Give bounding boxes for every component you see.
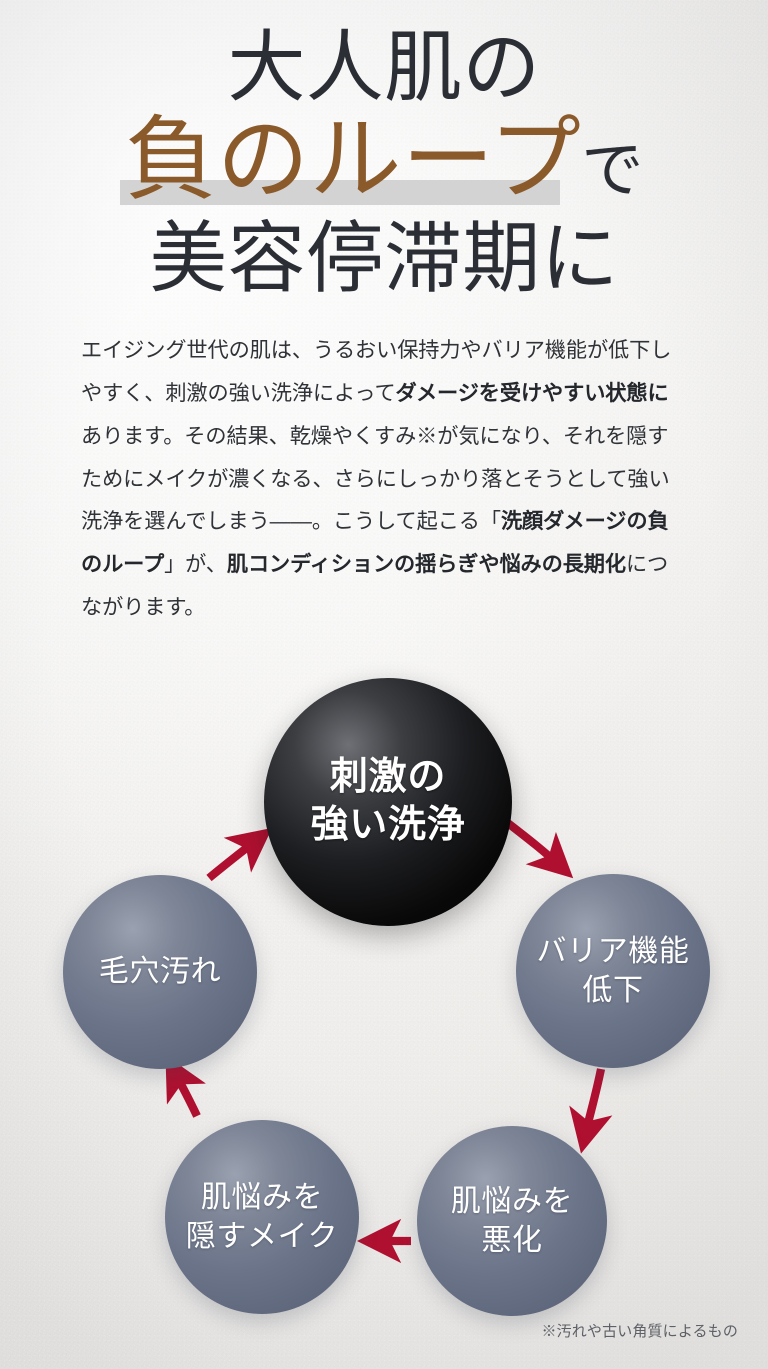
body-paragraph: エイジング世代の肌は、うるおい保持力やバリア機能が低下しやすく、刺激の強い洗浄に… — [37, 330, 731, 630]
negative-loop-diagram: 刺激の 強い洗浄 バリア機能 低下 肌悩みを 悪化 肌悩みを 隠すメイク 毛穴汚… — [0, 654, 768, 1316]
node-label: 肌悩みを 隠すメイク — [185, 1180, 339, 1253]
headline-highlight-text: 負のループ — [124, 108, 582, 211]
diagram-node-pore-dirt[interactable]: 毛穴汚れ — [63, 874, 257, 1069]
arrow-barrier-to-worsening — [569, 1068, 613, 1154]
diagram-node-skin-worsening[interactable]: 肌悩みを 悪化 — [417, 1125, 607, 1316]
headline-line-1: 大人肌の — [227, 24, 541, 111]
headline-line-3: 美容停滞期に — [149, 215, 619, 303]
diagram-node-concealing-makeup[interactable]: 肌悩みを 隠すメイク — [165, 1119, 359, 1314]
diagram-node-barrier-decline[interactable]: バリア機能 低下 — [516, 873, 710, 1068]
body-emphasis: 肌コンディションの揺らぎや悩みの長期化 — [226, 553, 626, 577]
body-emphasis: ダメージを受けやすい状態に — [395, 381, 669, 405]
node-label: 毛穴汚れ — [98, 955, 222, 989]
node-label: 刺激の 強い洗浄 — [310, 755, 466, 846]
body-text: 」が、 — [164, 553, 227, 577]
node-label: バリア機能 低下 — [536, 934, 690, 1007]
diagram-node-harsh-cleansing[interactable]: 刺激の 強い洗浄 — [264, 677, 512, 926]
headline-line-2: 負のループで — [0, 108, 768, 211]
arrow-makeup-to-pores — [165, 1054, 206, 1118]
page-headline: 大人肌の 負のループで 美容停滞期に — [0, 0, 768, 300]
footnote-text: ※汚れや古い角質によるもの — [541, 1323, 738, 1340]
headline-line-2-suffix: で — [581, 136, 644, 205]
node-label: 肌悩みを 悪化 — [450, 1184, 574, 1257]
arrow-pores-to-center — [206, 827, 273, 881]
